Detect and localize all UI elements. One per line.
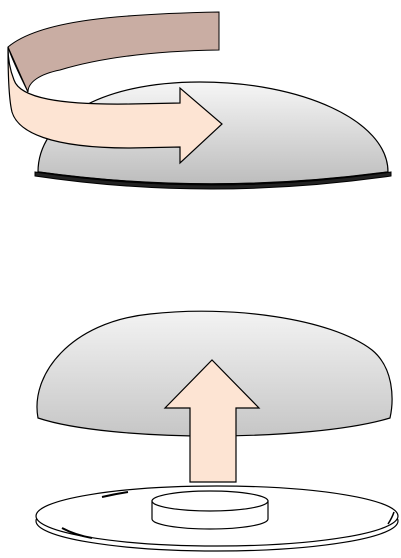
step-2-lift — [36, 311, 398, 551]
curved-arrow-back-band — [8, 12, 219, 92]
hub-top — [152, 491, 268, 511]
center-hub — [152, 491, 268, 529]
step-1-rotate — [8, 12, 391, 189]
